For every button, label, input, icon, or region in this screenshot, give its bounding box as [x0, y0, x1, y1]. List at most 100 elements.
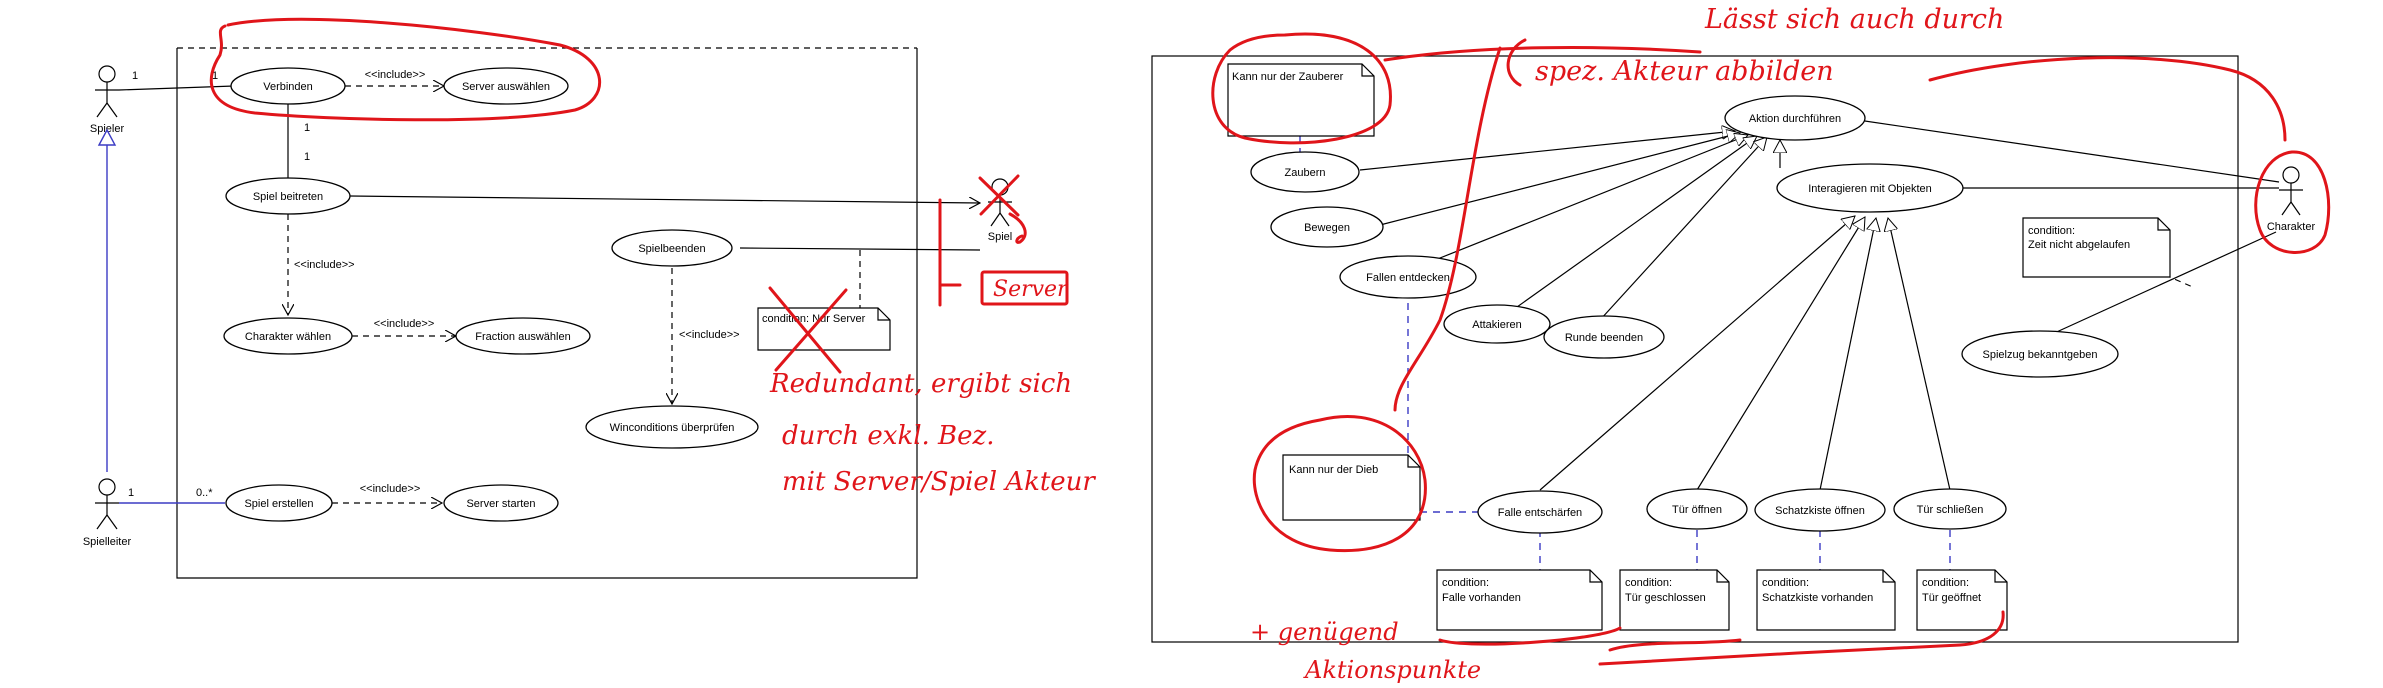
include-label-1: <<include>>	[365, 69, 426, 81]
assoc-spielbeenden-spiel	[739, 247, 981, 251]
gen-tuer-schliessen	[1888, 218, 1951, 491]
usecase-server-starten-label: Server starten	[466, 498, 535, 510]
usecase-interagieren[interactable]	[1776, 163, 1964, 213]
usecase-fallen-entdecken[interactable]	[1339, 255, 1477, 299]
actor-spielleiter[interactable]	[95, 478, 119, 530]
usecase-attakieren-label: Attakieren	[1472, 319, 1522, 331]
note-dieb[interactable]	[1282, 454, 1421, 521]
actor-charakter[interactable]	[2279, 166, 2303, 216]
usecase-charakter-waehlen[interactable]	[223, 317, 353, 355]
note-falle-text-1: condition:	[1442, 577, 1489, 589]
usecase-spiel-erstellen[interactable]	[225, 484, 333, 522]
note-schatzkiste[interactable]	[1756, 569, 1896, 631]
assoc-aktion-charakter	[1857, 119, 2280, 183]
usecase-bewegen-label: Bewegen	[1304, 222, 1350, 234]
usecase-tuer-schliessen[interactable]	[1893, 488, 2007, 530]
assoc-beitreten-spiel	[349, 195, 980, 203]
red-server-box	[980, 270, 1069, 306]
usecase-server-auswaehlen-label: Server auswählen	[462, 81, 550, 93]
note-falle[interactable]	[1436, 569, 1603, 631]
red-top-swoosh	[1928, 56, 2287, 142]
red-cross-note	[768, 286, 848, 374]
usecase-verbinden-label: Verbinden	[263, 81, 313, 93]
hw-redundant-3: mit Server/Spiel Akteur	[782, 467, 1096, 497]
note-falle-text-2: Falle vorhanden	[1442, 592, 1521, 604]
note-zeit-text-2: Zeit nicht abgelaufen	[2028, 239, 2130, 251]
usecase-falle-entschaerfen-label: Falle entschärfen	[1498, 507, 1582, 519]
left-system-frame	[176, 48, 918, 579]
usecase-spielzug-label: Spielzug bekanntgeben	[1983, 349, 2098, 361]
mult-spieler: 1	[132, 70, 138, 82]
red-connector-top	[1383, 45, 1702, 62]
hw-top-2: spez. Akteur abbilden	[1535, 56, 1834, 87]
usecase-falle-entschaerfen[interactable]	[1477, 490, 1603, 534]
usecase-zaubern[interactable]	[1250, 151, 1360, 193]
assoc-spielzug-charakter	[2049, 231, 2277, 336]
note-tuer-geoeffnet[interactable]	[1916, 569, 2008, 631]
include-label-4: <<include>>	[679, 329, 740, 341]
usecase-fraction-auswaehlen-label: Fraction auswählen	[475, 331, 570, 343]
red-brace-tuer	[1608, 638, 1742, 652]
usecase-spiel-beitreten-label: Spiel beitreten	[253, 191, 323, 203]
include-label-3: <<include>>	[374, 318, 435, 330]
usecase-interagieren-label: Interagieren mit Objekten	[1808, 183, 1932, 195]
usecase-schatzkiste-oeffnen-label: Schatzkiste öffnen	[1775, 505, 1865, 517]
hw-server: Server	[993, 277, 1069, 302]
note-zauberer[interactable]	[1227, 63, 1375, 137]
usecase-charakter-waehlen-label: Charakter wählen	[245, 331, 331, 343]
usecase-winconditions[interactable]	[585, 405, 759, 449]
actor-spielleiter-label: Spielleiter	[83, 536, 132, 548]
note-zeit-text-1: condition:	[2028, 225, 2075, 237]
hw-top-1: Lässt sich auch durch	[1704, 4, 2004, 35]
red-brace-long	[1598, 610, 2005, 666]
note-schatz-text-1: condition:	[1762, 577, 1809, 589]
gen-zaubern	[1359, 131, 1735, 171]
right-diagram: Charakter Aktion durchführen Zaubern	[1151, 55, 2316, 643]
note-zauberer-text: Kann nur der Zauberer	[1232, 71, 1344, 83]
hw-redundant-2: durch exkl. Bez.	[782, 421, 995, 451]
usecase-server-starten[interactable]	[443, 484, 559, 522]
note-tuer-geschlossen[interactable]	[1619, 569, 1730, 631]
actor-spieler[interactable]	[95, 65, 119, 118]
mult-verbinden-bottom: 1	[304, 122, 310, 134]
assoc-spieler-verbinden	[118, 85, 235, 91]
usecase-bewegen[interactable]	[1270, 206, 1384, 248]
usecase-runde-beenden[interactable]	[1543, 315, 1665, 359]
usecase-aktion-durchfuehren-label: Aktion durchführen	[1749, 113, 1841, 125]
red-cross-spiel	[978, 174, 1020, 217]
mult-verbinden: 1	[212, 70, 218, 82]
red-top-bracket	[1506, 38, 1527, 87]
usecase-spielbeenden[interactable]	[611, 229, 733, 267]
usecase-runde-beenden-label: Runde beenden	[1565, 332, 1643, 344]
hw-genuegend-1: + genügend	[1250, 618, 1399, 646]
usecase-spielzug[interactable]	[1961, 330, 2119, 378]
usecase-fraction-auswaehlen[interactable]	[455, 317, 591, 355]
note-tuer-o-text-2: Tür geöffnet	[1922, 592, 1981, 604]
note-schatz-text-2: Schatzkiste vorhanden	[1762, 592, 1873, 604]
note-dieb-text: Kann nur der Dieb	[1289, 464, 1378, 476]
usecase-spielbeenden-label: Spielbeenden	[638, 243, 705, 255]
usecase-tuer-oeffnen[interactable]	[1646, 488, 1748, 530]
red-hook-spiel	[1008, 212, 1027, 244]
usecase-verbinden[interactable]	[230, 67, 346, 105]
usecase-fallen-entdecken-label: Fallen entdecken	[1366, 272, 1450, 284]
red-circle-verbinden	[209, 17, 601, 122]
note-nur-server[interactable]	[757, 307, 891, 351]
note-tuer-g-text-2: Tür geschlossen	[1625, 592, 1706, 604]
usecase-server-auswaehlen[interactable]	[443, 67, 569, 105]
usecase-tuer-schliessen-label: Tür schließen	[1917, 504, 1984, 516]
usecase-schatzkiste-oeffnen[interactable]	[1754, 488, 1886, 532]
note-nur-server-text: condition: Nur Server	[762, 313, 866, 325]
usecase-aktion-durchfuehren[interactable]	[1724, 95, 1866, 141]
usecase-spiel-erstellen-label: Spiel erstellen	[244, 498, 313, 510]
note-zeit[interactable]	[2022, 217, 2171, 278]
actor-charakter-label: Charakter	[2267, 221, 2316, 233]
include-label-2: <<include>>	[294, 259, 355, 271]
usecase-spiel-beitreten[interactable]	[225, 177, 351, 215]
mult-spielleiter: 1	[128, 487, 134, 499]
gen-bewegen	[1379, 133, 1740, 226]
usecase-attakieren[interactable]	[1443, 304, 1551, 344]
usecase-tuer-oeffnen-label: Tür öffnen	[1672, 504, 1722, 516]
